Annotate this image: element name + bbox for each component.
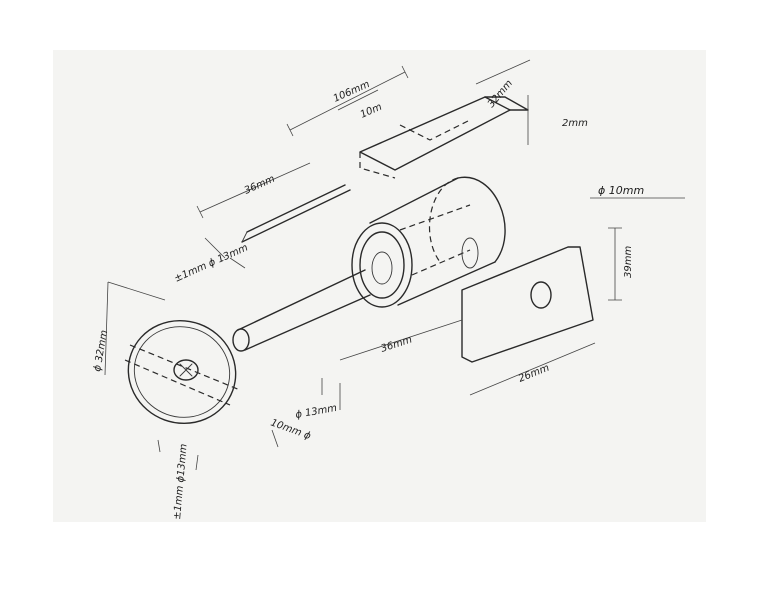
right-plate [461,246,594,363]
left-disc [124,319,241,425]
dim-label-bottom-tol: ±1mm ϕ13mm [172,443,190,520]
thin-bar [241,184,351,243]
top-key-plate [359,96,529,179]
dim-label-2mm: 2mm [562,118,588,129]
dim-label-dia-10: ϕ 10mm [598,184,644,197]
dim-label-dia-13: ϕ 13mm [295,403,339,421]
dim-label-10-top: 10m [359,101,384,120]
paper-sheet [53,50,706,522]
main-cylinder [351,176,506,308]
dim-label-36-top: 36mm [243,173,277,196]
long-shaft [232,269,371,352]
dim-label-36-mid: 36mm [380,334,414,354]
dim-label-10-bottom: 10mm ϕ [269,417,313,442]
dim-label-39: 39mm [623,246,634,278]
dimension-lines [104,59,685,471]
dim-label-dia-32: ϕ 32mm [92,329,110,373]
dim-label-26: 26mm [517,362,551,384]
